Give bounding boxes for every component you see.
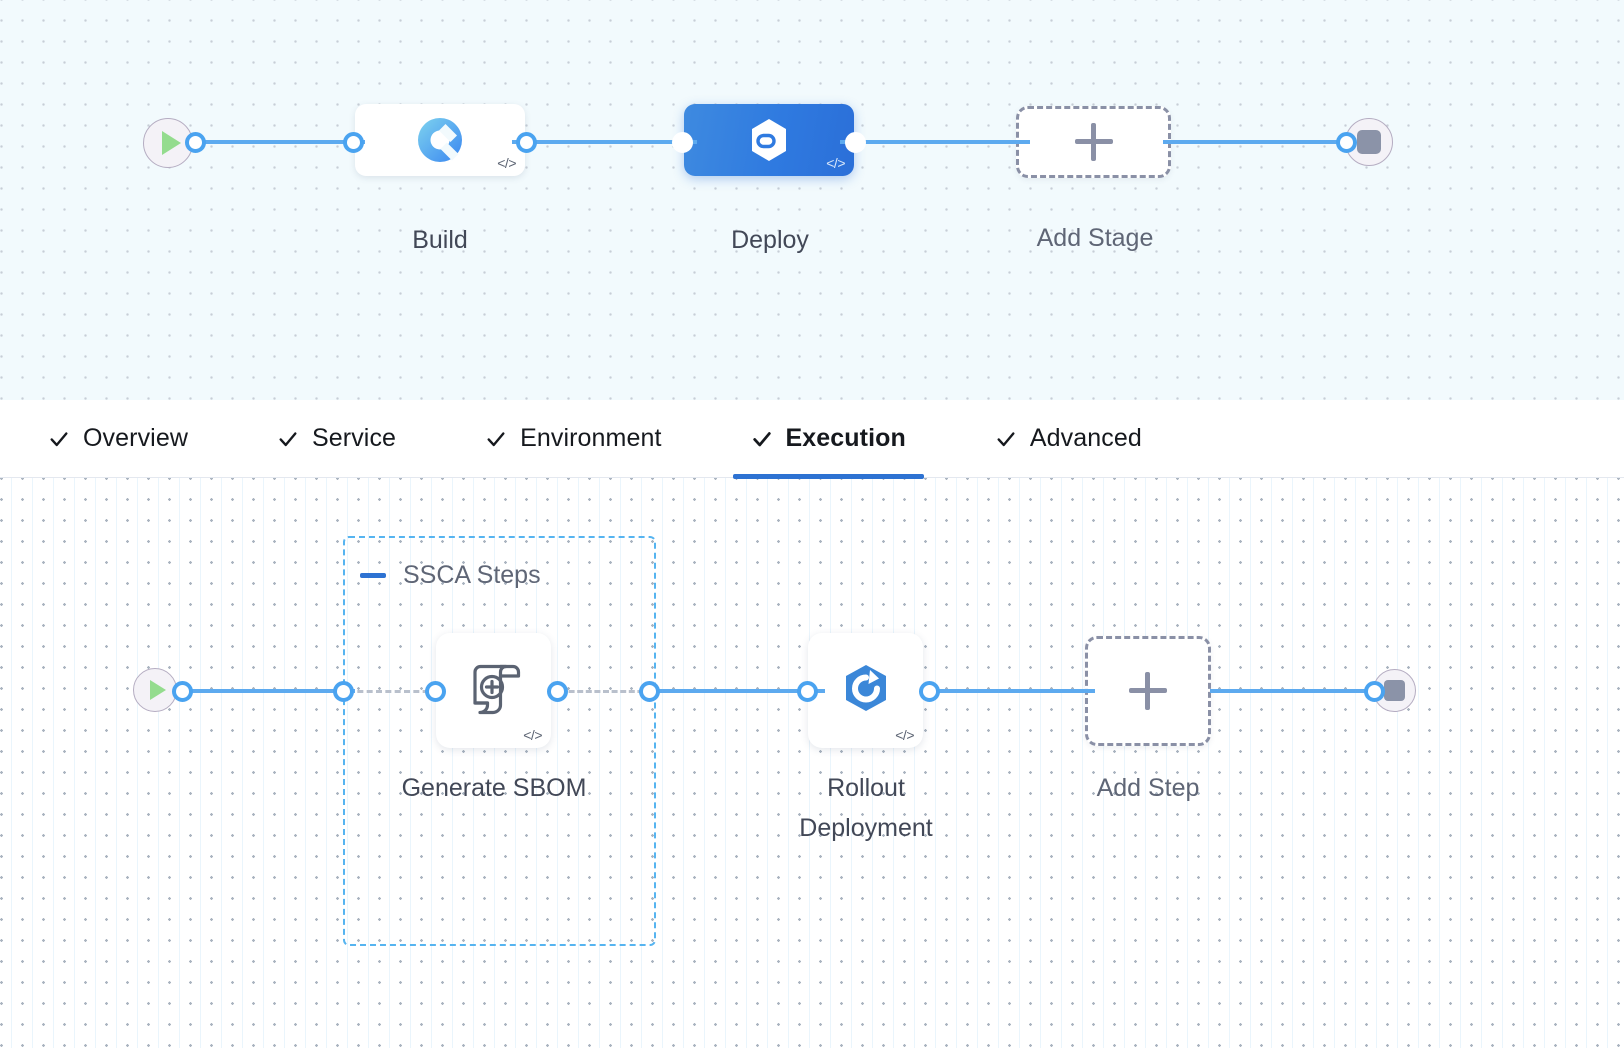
connector-group-in-dashed <box>348 690 438 693</box>
tab-label: Overview <box>83 424 188 452</box>
connector-addstep-to-end <box>1210 689 1380 693</box>
check-icon <box>487 431 505 446</box>
stage-end-port[interactable] <box>1336 132 1357 153</box>
ssca-group-port-in[interactable] <box>333 681 354 702</box>
tab-overview[interactable]: Overview <box>30 400 206 478</box>
check-icon <box>50 431 68 446</box>
execution-graph-canvas[interactable]: SSCA Steps <box>0 478 1624 1048</box>
connector-addstage-to-end <box>1163 140 1363 144</box>
connector-deploy-to-addstage <box>840 140 1030 144</box>
stage-card-build[interactable]: </> <box>355 104 525 176</box>
connector-start-to-build <box>185 140 365 144</box>
check-icon <box>279 431 297 446</box>
stage-deploy-port-in[interactable] <box>672 132 693 153</box>
connector-rollout-to-addstep <box>925 689 1095 693</box>
tab-label: Environment <box>520 424 662 452</box>
stop-icon <box>1357 130 1381 154</box>
add-step-button[interactable] <box>1085 636 1211 746</box>
plus-icon <box>1129 672 1167 710</box>
stage-build-port-in[interactable] <box>343 132 364 153</box>
step-sbom-port-in[interactable] <box>425 681 446 702</box>
step-card-rollout-deployment[interactable]: </> <box>808 633 923 748</box>
stage-build-port-out[interactable] <box>516 132 537 153</box>
tab-service[interactable]: Service <box>259 400 414 478</box>
check-icon <box>997 431 1015 446</box>
tab-execution[interactable]: Execution <box>732 400 925 479</box>
stage-graph-canvas[interactable]: </> Build </> Deploy Add Stage <box>0 0 1624 414</box>
stage-deploy-port-out[interactable] <box>845 132 866 153</box>
add-stage-label: Add Stage <box>1036 224 1154 252</box>
ssca-steps-group[interactable] <box>343 536 656 946</box>
step-start-port[interactable] <box>172 681 193 702</box>
code-badge: </> <box>826 155 845 171</box>
connector-group-out-dashed <box>560 690 652 693</box>
step-end-port[interactable] <box>1364 681 1385 702</box>
tab-environment[interactable]: Environment <box>467 400 679 478</box>
tab-label: Execution <box>785 424 906 452</box>
step-rollout-port-in[interactable] <box>797 681 818 702</box>
stage-config-tabs: Overview Service Environment Execution A <box>0 400 1624 479</box>
stage-start-node[interactable] <box>143 118 193 168</box>
add-stage-button[interactable] <box>1016 106 1171 178</box>
connector-build-to-deploy <box>512 140 697 144</box>
tab-advanced[interactable]: Advanced <box>977 400 1160 478</box>
step-rollout-port-out[interactable] <box>919 681 940 702</box>
connector-group-to-rollout <box>645 689 825 693</box>
ssca-group-label: SSCA Steps <box>403 561 541 589</box>
play-icon <box>161 131 181 155</box>
stage-start-port[interactable] <box>185 132 206 153</box>
play-icon <box>149 680 166 700</box>
tab-label: Advanced <box>1029 424 1142 452</box>
step-sbom-port-out[interactable] <box>547 681 568 702</box>
stage-label-deploy: Deploy <box>731 226 809 254</box>
stop-icon <box>1384 680 1405 701</box>
harness-ci-build-icon <box>418 118 462 162</box>
check-icon <box>752 431 771 446</box>
tab-label: Service <box>312 424 397 452</box>
add-step-label: Add Step <box>1096 774 1200 802</box>
harness-cd-deploy-icon <box>752 119 786 161</box>
step-end-node[interactable] <box>1373 669 1416 712</box>
step-label-rollout-deployment: Rollout Deployment <box>799 774 933 842</box>
sbom-scroll-plus-icon <box>472 664 520 714</box>
k8s-rollout-icon <box>845 664 886 711</box>
ssca-group-port-out[interactable] <box>639 681 660 702</box>
plus-icon <box>1074 123 1113 161</box>
code-badge: </> <box>895 727 914 743</box>
step-start-node[interactable] <box>133 668 177 712</box>
stage-card-deploy[interactable]: </> <box>684 104 854 176</box>
ssca-group-header[interactable]: SSCA Steps <box>360 561 541 590</box>
minus-icon[interactable] <box>360 573 386 578</box>
stage-label-build: Build <box>412 226 468 254</box>
connector-start-to-group <box>175 689 355 693</box>
code-badge: </> <box>497 155 516 171</box>
